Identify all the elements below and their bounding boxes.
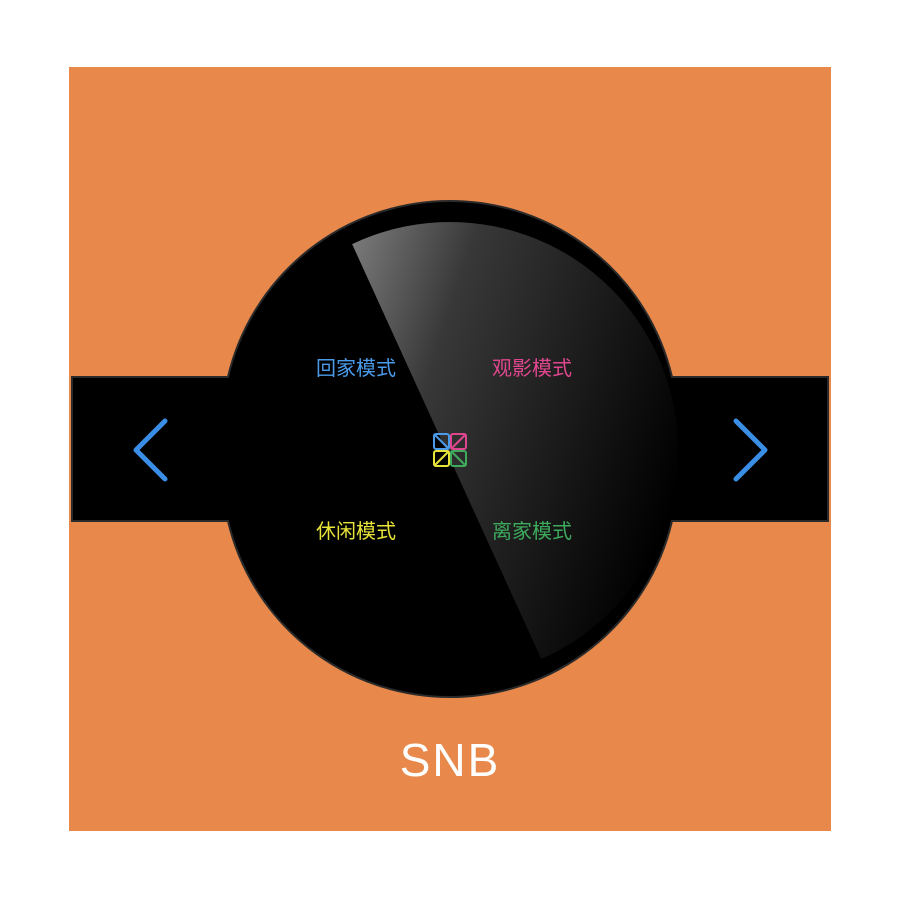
movie-mode-button[interactable]: 观影模式 [492,356,572,380]
chevron-left-icon[interactable] [133,418,168,482]
scene-center-button[interactable] [425,425,475,475]
control-body [71,200,829,698]
away-mode-button[interactable]: 离家模式 [492,519,572,543]
brand-logo-text: SNB [399,734,501,786]
relax-mode-button[interactable]: 休闲模式 [316,519,396,543]
home-mode-button[interactable]: 回家模式 [316,356,396,380]
gloss-reflection [332,222,678,678]
next-page-button[interactable] [720,410,780,490]
previous-page-button[interactable] [120,410,180,490]
chevron-right-icon[interactable] [733,418,768,482]
scene-grid-icon[interactable] [433,433,467,467]
